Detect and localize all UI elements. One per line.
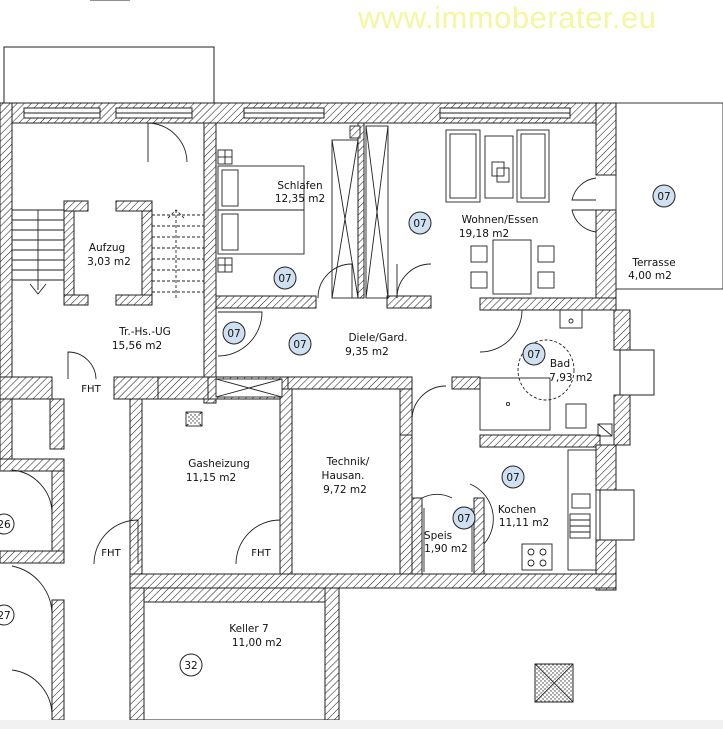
room-schlafen-name: Schlafen (277, 180, 322, 192)
room-gasheizung-name: Gasheizung (188, 458, 250, 470)
svg-text:07: 07 (527, 349, 540, 361)
bottom-band (0, 720, 723, 729)
room-bad-name: Bad (550, 358, 570, 370)
badge-hall-left: 07 (222, 321, 246, 345)
room-diele-name: Diele/Gard. (348, 332, 407, 344)
svg-text:07: 07 (227, 328, 240, 340)
room-keller-name: Keller 7 (229, 623, 268, 635)
room-schlafen-area: 12,35 m2 (275, 193, 325, 205)
room-treppenhaus-area: 15,56 m2 (112, 340, 162, 352)
svg-text:26: 26 (0, 519, 11, 531)
room-terrasse-area: 4,00 m2 (628, 270, 672, 282)
watermark: www.immoberater.eu (358, 0, 657, 35)
badge-diele: 07 (288, 332, 312, 356)
room-bad-area: 7,93 m2 (549, 372, 593, 384)
room-wohnen-area: 19,18 m2 (459, 228, 509, 240)
svg-text:07: 07 (657, 191, 670, 203)
svg-text:07: 07 (278, 273, 291, 285)
outline-top-left (3, 0, 215, 104)
badge-kochen: 07 (501, 465, 525, 489)
svg-text:27: 27 (0, 610, 11, 622)
room-gasheizung-area: 11,15 m2 (186, 472, 236, 484)
room-technik-area: 9,72 m2 (323, 484, 367, 496)
svg-text:07: 07 (457, 513, 470, 525)
room-treppenhaus-name: Tr.-Hs.-UG (118, 326, 171, 338)
badge-terrasse: 07 (652, 184, 676, 208)
fht-labels: FHT FHT FHT (81, 384, 271, 559)
room-kochen-name: Kochen (498, 504, 536, 516)
room-kochen-area: 11,11 m2 (499, 517, 549, 529)
svg-text:07: 07 (506, 472, 519, 484)
fht-label-right: FHT (251, 548, 271, 559)
badge-keller: 32 (179, 653, 203, 677)
room-terrasse-name: Terrasse (631, 257, 675, 269)
svg-text:07: 07 (413, 218, 426, 230)
badge-bad: 07 (522, 342, 546, 366)
badge-speis: 07 (452, 506, 476, 530)
room-technik-name2: Hausan. (322, 470, 365, 482)
fht-label-left: FHT (101, 548, 121, 559)
room-aufzug-name: Aufzug (89, 242, 125, 254)
sofa-set (445, 129, 550, 203)
room-keller-area: 11,00 m2 (232, 637, 282, 649)
room-speis-name: Speis (424, 530, 452, 542)
room-labels: Schlafen 12,35 m2 Wohnen/Essen 19,18 m2 … (87, 180, 676, 649)
apartment-badges: 07 07 07 07 07 07 07 07 32 26 27 (0, 184, 676, 677)
interior-lines (11, 102, 723, 721)
badge-schlafen: 07 (273, 266, 297, 290)
room-technik-name: Technik/ (326, 456, 370, 468)
room-speis-area: 1,90 m2 (424, 543, 468, 555)
badge-27: 27 (0, 604, 15, 626)
stairs (12, 209, 204, 298)
shaft-box (534, 663, 574, 703)
badge-wohnen: 07 (408, 211, 432, 235)
windows (23, 107, 655, 541)
badge-26: 26 (0, 513, 15, 535)
room-diele-area: 9,35 m2 (345, 346, 389, 358)
svg-text:32: 32 (184, 660, 197, 672)
bed (217, 149, 305, 273)
svg-text:07: 07 (293, 339, 306, 351)
room-wohnen-name: Wohnen/Essen (462, 214, 539, 226)
room-aufzug-area: 3,03 m2 (87, 256, 131, 268)
dining-set (470, 239, 555, 295)
fht-label-stair: FHT (81, 384, 101, 395)
